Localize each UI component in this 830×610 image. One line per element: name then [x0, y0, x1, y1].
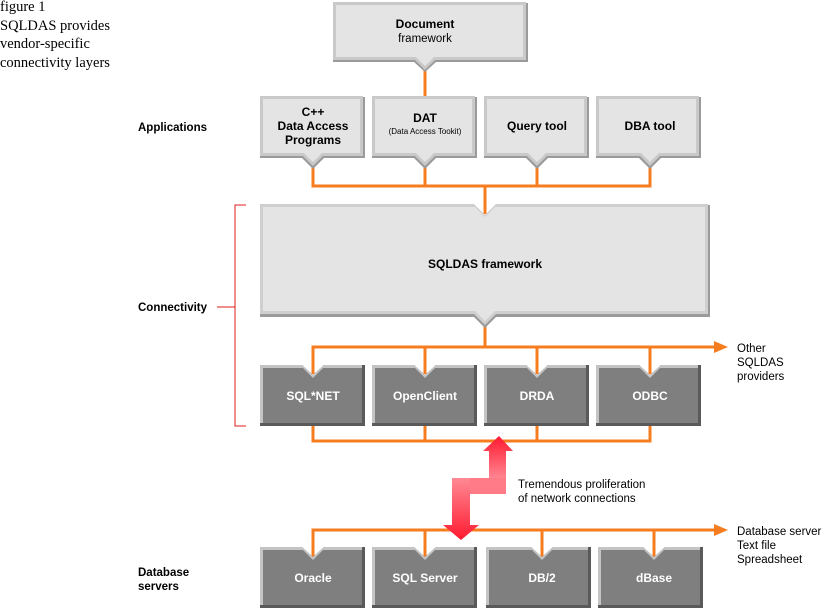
database-box-label: SQL Server	[392, 571, 457, 585]
provider-box-label: ODBC	[632, 389, 668, 403]
database-bus-arrowhead-icon	[714, 524, 728, 536]
database-layer-label-line1: Database	[138, 567, 189, 579]
database-note-line: Database server	[737, 526, 822, 538]
provider-box[interactable]: DRDA	[484, 365, 589, 426]
document-framework-box[interactable]: Document framework	[333, 2, 528, 72]
application-box[interactable]: Query tool	[484, 96, 589, 169]
connectivity-layer-label: Connectivity	[138, 302, 208, 314]
proliferation-double-arrow-icon	[443, 436, 513, 540]
providers-note-line: providers	[737, 371, 785, 383]
caption-line: SQLDAS provides	[0, 17, 110, 34]
provider-box-label: OpenClient	[393, 389, 457, 403]
database-layer-label-line2: servers	[138, 581, 179, 593]
application-box-label: Data Access	[278, 119, 349, 133]
application-box-label: Query tool	[507, 119, 567, 133]
database-box[interactable]: dBase	[598, 547, 703, 608]
application-box[interactable]: DAT (Data Access Tookit)	[372, 96, 477, 169]
document-box-subtitle: framework	[398, 33, 452, 45]
connectivity-bracket	[217, 204, 246, 427]
providers-bus-arrowhead-icon	[714, 341, 728, 353]
caption-line: figure 1	[0, 0, 46, 15]
apps-bus	[311, 158, 652, 188]
providers-note-line: Other	[737, 343, 766, 355]
connectors	[311, 70, 716, 557]
provider-box-label: DRDA	[520, 389, 555, 403]
database-box[interactable]: DB/2	[486, 547, 591, 608]
database-box[interactable]: SQL Server	[372, 547, 477, 608]
databases-row: Oracle SQL Server DB/2 dBase	[260, 547, 703, 608]
application-box-title: DAT	[413, 111, 437, 125]
applications-layer-label: Applications	[138, 122, 207, 134]
proliferation-note-line: of network connections	[518, 493, 636, 505]
providers-note-line: SQLDAS	[737, 357, 784, 369]
sqldas-framework-box[interactable]: SQLDAS framework	[260, 204, 710, 328]
provider-box[interactable]: ODBC	[596, 365, 701, 426]
sqldas-framework-label: SQLDAS framework	[428, 257, 542, 271]
providers-top-bus	[311, 345, 716, 374]
application-box-label: DBA tool	[625, 119, 676, 133]
providers-row: SQL*NET OpenClient DRDA ODBC	[260, 365, 701, 426]
database-box-label: Oracle	[294, 571, 332, 585]
figure-caption: figure 1 SQLDAS provides vendor-specific…	[0, 0, 110, 72]
database-box-label: DB/2	[528, 571, 556, 585]
document-box-title: Document	[396, 17, 455, 31]
providers-bottom-bus	[311, 426, 652, 443]
caption-line: vendor-specific	[0, 36, 90, 52]
proliferation-note-line: Tremendous proliferation	[518, 479, 645, 491]
provider-box-label: SQL*NET	[286, 389, 340, 403]
caption-line: connectivity layers	[0, 54, 110, 71]
database-box-label: dBase	[636, 571, 672, 585]
provider-box[interactable]: SQL*NET	[260, 365, 365, 426]
application-box-label: Programs	[285, 133, 341, 147]
application-box-subtitle: (Data Access Tookit)	[389, 127, 462, 136]
application-box[interactable]: DBA tool	[596, 96, 701, 169]
database-note-line: Text file	[737, 540, 776, 552]
database-box[interactable]: Oracle	[260, 547, 365, 608]
provider-box[interactable]: OpenClient	[372, 365, 477, 426]
database-note-line: Spreadsheet	[737, 554, 803, 566]
application-box-label: C++	[302, 105, 325, 119]
database-bus	[311, 528, 716, 557]
